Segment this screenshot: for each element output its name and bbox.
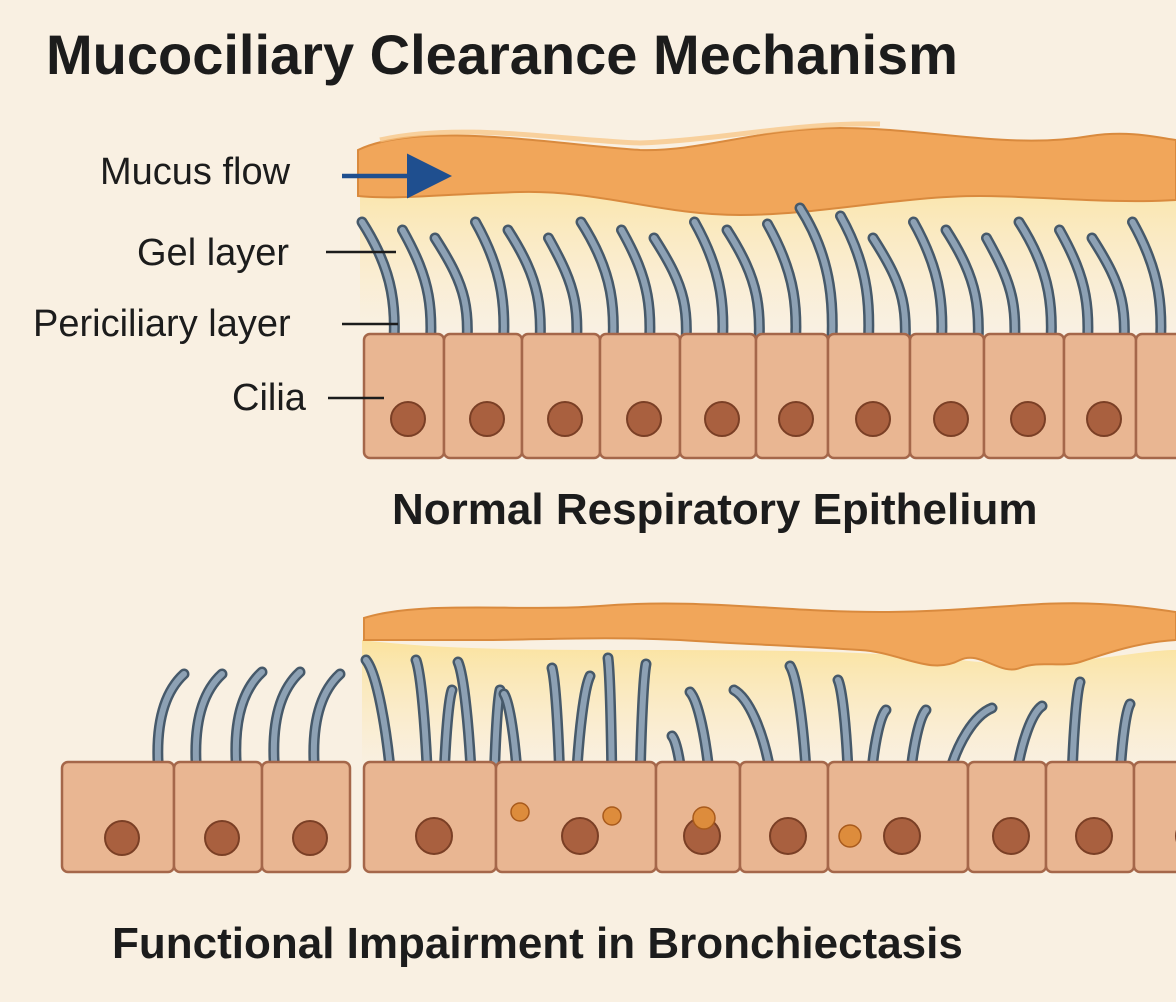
cell-nucleus — [704, 401, 740, 437]
cilium — [728, 684, 776, 776]
secretory-granule — [692, 806, 716, 830]
impaired-panel-caption: Functional Impairment in Bronchiectasis — [112, 919, 963, 968]
epithelial-cell — [1134, 332, 1176, 460]
cell-nucleus — [855, 401, 891, 437]
epithelial-cell — [966, 760, 1048, 874]
epithelial-cell — [982, 332, 1066, 460]
cell-nucleus — [547, 401, 583, 437]
bronchiectasis-panel — [60, 602, 1176, 874]
secretory-granule — [602, 806, 622, 826]
periciliary-layer-label: Periciliary layer — [33, 303, 291, 345]
epithelial-cell — [826, 760, 970, 874]
cell-nucleus — [992, 817, 1030, 855]
epithelial-cell — [908, 332, 986, 460]
cell-nucleus — [561, 817, 599, 855]
gel-layer-label: Gel layer — [137, 232, 289, 274]
mucus-flow-label: Mucus flow — [100, 151, 291, 193]
cell-nucleus — [769, 817, 807, 855]
cilium — [832, 674, 854, 776]
diagram-title: Mucociliary Clearance Mechanism — [46, 23, 958, 86]
epithelial-cell — [442, 332, 524, 460]
cell-nucleus — [469, 401, 505, 437]
epithelial-cell — [1062, 332, 1138, 460]
epithelial-cell — [678, 332, 758, 460]
cell-row-normal — [362, 332, 1176, 460]
cilium — [784, 660, 812, 776]
normal-epithelium-panel — [356, 121, 1176, 460]
cell-nucleus — [883, 817, 921, 855]
epithelial-cell — [362, 760, 498, 874]
epithelial-cell — [1132, 760, 1176, 874]
cell-nucleus — [1010, 401, 1046, 437]
epithelial-cell — [1044, 760, 1136, 874]
normal-panel-caption: Normal Respiratory Epithelium — [392, 485, 1037, 534]
cell-nucleus — [390, 401, 426, 437]
epithelial-cell — [826, 332, 912, 460]
cell-nucleus — [778, 401, 814, 437]
secretory-granule — [510, 802, 530, 822]
cell-nucleus — [415, 817, 453, 855]
epithelial-cell — [754, 332, 830, 460]
cell-nucleus — [1086, 401, 1122, 437]
cell-nucleus — [204, 820, 240, 856]
epithelial-cell — [260, 760, 352, 874]
epithelial-cell — [598, 332, 682, 460]
periciliary-layer-impaired — [362, 640, 1176, 770]
epithelial-cell — [362, 332, 446, 460]
cell-nucleus — [104, 820, 140, 856]
epithelial-cell — [738, 760, 830, 874]
cell-nucleus — [292, 820, 328, 856]
cell-row-impaired — [60, 760, 1176, 874]
secretory-granule — [838, 824, 862, 848]
epithelial-cell — [520, 332, 602, 460]
gel-layer-impaired — [363, 602, 1176, 671]
cell-nucleus — [626, 401, 662, 437]
cell-nucleus — [1075, 817, 1113, 855]
label-group: Mucus flow Gel layer Periciliary layer C… — [33, 151, 452, 419]
cilia-label: Cilia — [232, 377, 307, 419]
cell-nucleus — [933, 401, 969, 437]
